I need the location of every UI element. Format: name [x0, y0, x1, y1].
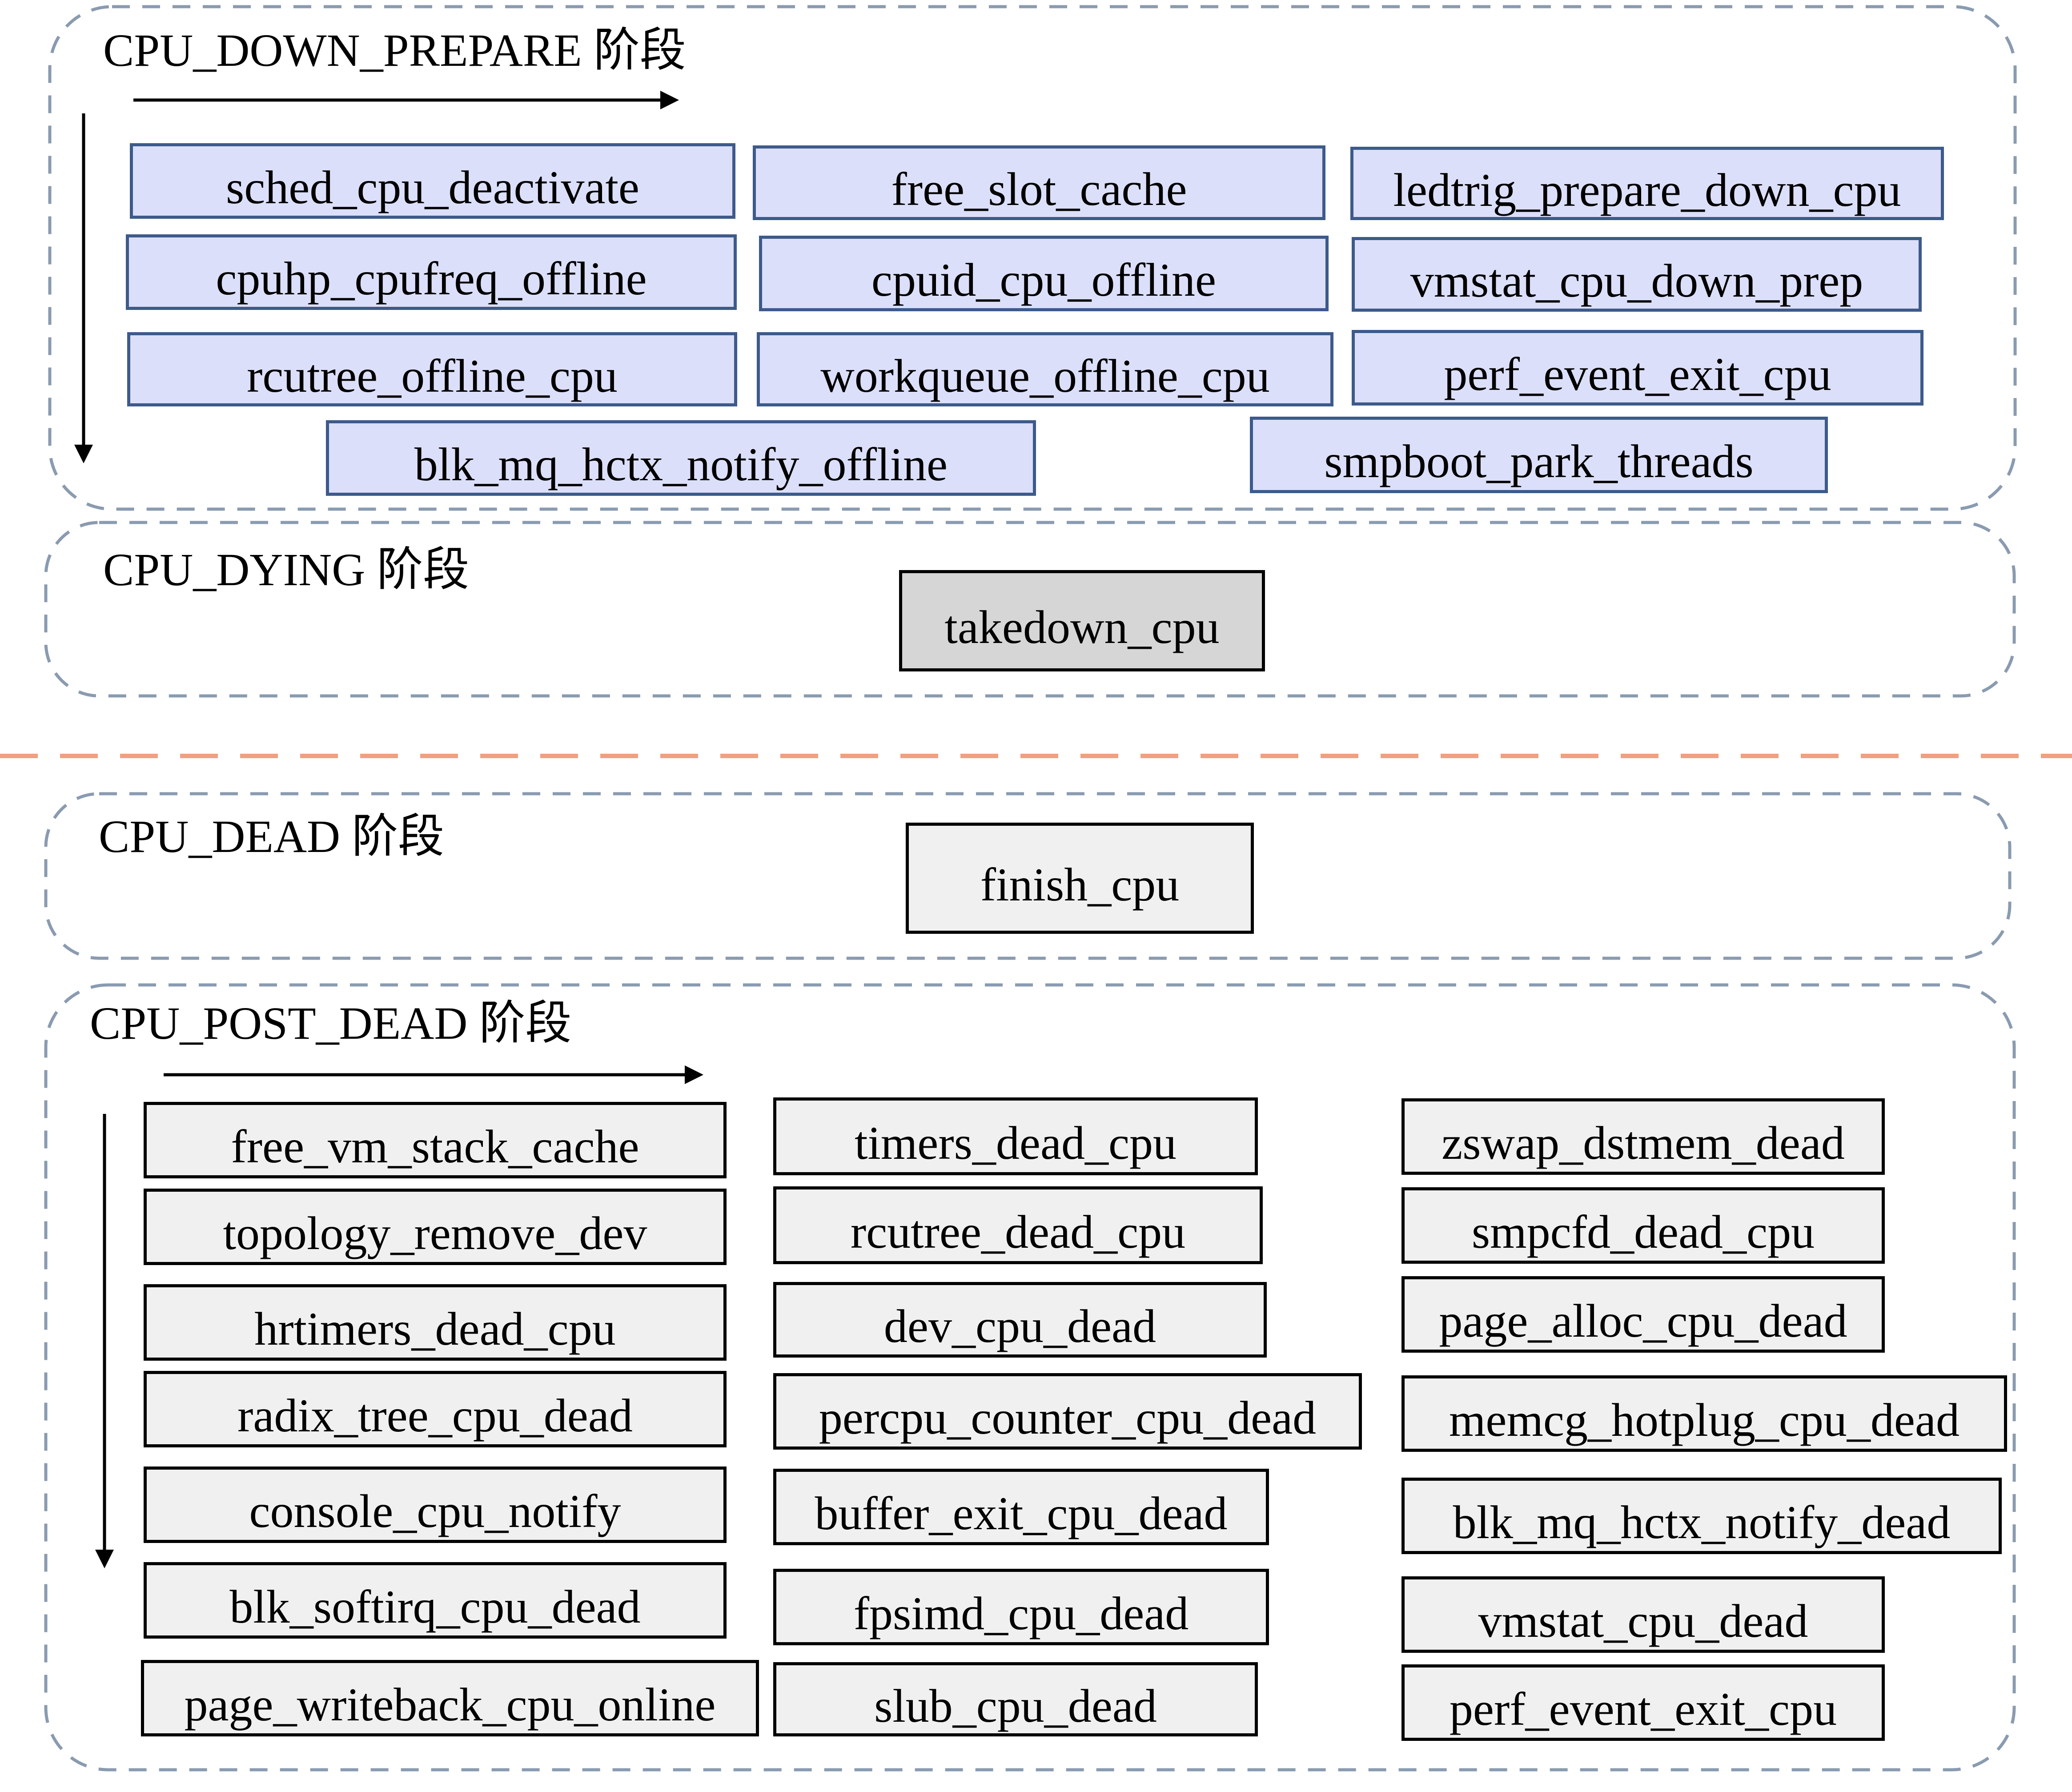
function-box: buffer_exit_cpu_dead [773, 1469, 1269, 1545]
function-box: hrtimers_dead_cpu [144, 1284, 727, 1361]
stage-title: CPU_DOWN_PREPARE 阶段 [103, 25, 686, 76]
function-box: fpsimd_cpu_dead [773, 1569, 1269, 1645]
function-box: blk_mq_hctx_notify_offline [326, 420, 1036, 496]
function-box: free_vm_stack_cache [144, 1102, 727, 1178]
function-box: smpboot_park_threads [1250, 417, 1828, 493]
dead-panel [44, 792, 2012, 960]
function-box: page_alloc_cpu_dead [1401, 1276, 1885, 1353]
down-prepare-panel [48, 5, 2017, 511]
dying-panel [44, 521, 2016, 698]
function-box: blk_softirq_cpu_dead [144, 1562, 727, 1639]
function-box: rcutree_dead_cpu [773, 1186, 1263, 1264]
function-box: zswap_dstmem_dead [1401, 1098, 1885, 1175]
function-box: radix_tree_cpu_dead [144, 1371, 727, 1447]
function-box: finish_cpu [906, 823, 1254, 934]
post-dead-panel [44, 983, 2016, 1772]
function-box: timers_dead_cpu [773, 1097, 1258, 1175]
function-box: sched_cpu_deactivate [130, 143, 735, 219]
stage-title: CPU_POST_DEAD 阶段 [90, 998, 572, 1049]
stage-title: CPU_DEAD 阶段 [99, 811, 445, 862]
function-box: topology_remove_dev [144, 1189, 727, 1265]
function-box: vmstat_cpu_dead [1401, 1576, 1885, 1653]
function-box: cpuhp_cpufreq_offline [126, 234, 737, 310]
function-box: perf_event_exit_cpu [1352, 330, 1923, 406]
function-box: percpu_counter_cpu_dead [773, 1373, 1362, 1450]
function-box: smpcfd_dead_cpu [1401, 1187, 1885, 1264]
function-box: slub_cpu_dead [773, 1662, 1258, 1736]
function-box: console_cpu_notify [144, 1467, 727, 1543]
function-box: free_slot_cache [753, 145, 1325, 220]
stage-title: CPU_DYING 阶段 [103, 544, 470, 595]
function-box: perf_event_exit_cpu [1401, 1664, 1885, 1741]
function-box: takedown_cpu [899, 570, 1265, 671]
function-box: workqueue_offline_cpu [757, 332, 1333, 406]
function-box: page_writeback_cpu_online [141, 1660, 759, 1736]
function-box: rcutree_offline_cpu [127, 332, 737, 406]
function-box: ledtrig_prepare_down_cpu [1350, 147, 1944, 220]
function-box: blk_mq_hctx_notify_dead [1401, 1478, 2002, 1554]
function-box: cpuid_cpu_offline [759, 236, 1329, 311]
function-box: dev_cpu_dead [773, 1282, 1267, 1358]
function-box: vmstat_cpu_down_prep [1352, 237, 1922, 312]
function-box: memcg_hotplug_cpu_dead [1401, 1375, 2007, 1452]
